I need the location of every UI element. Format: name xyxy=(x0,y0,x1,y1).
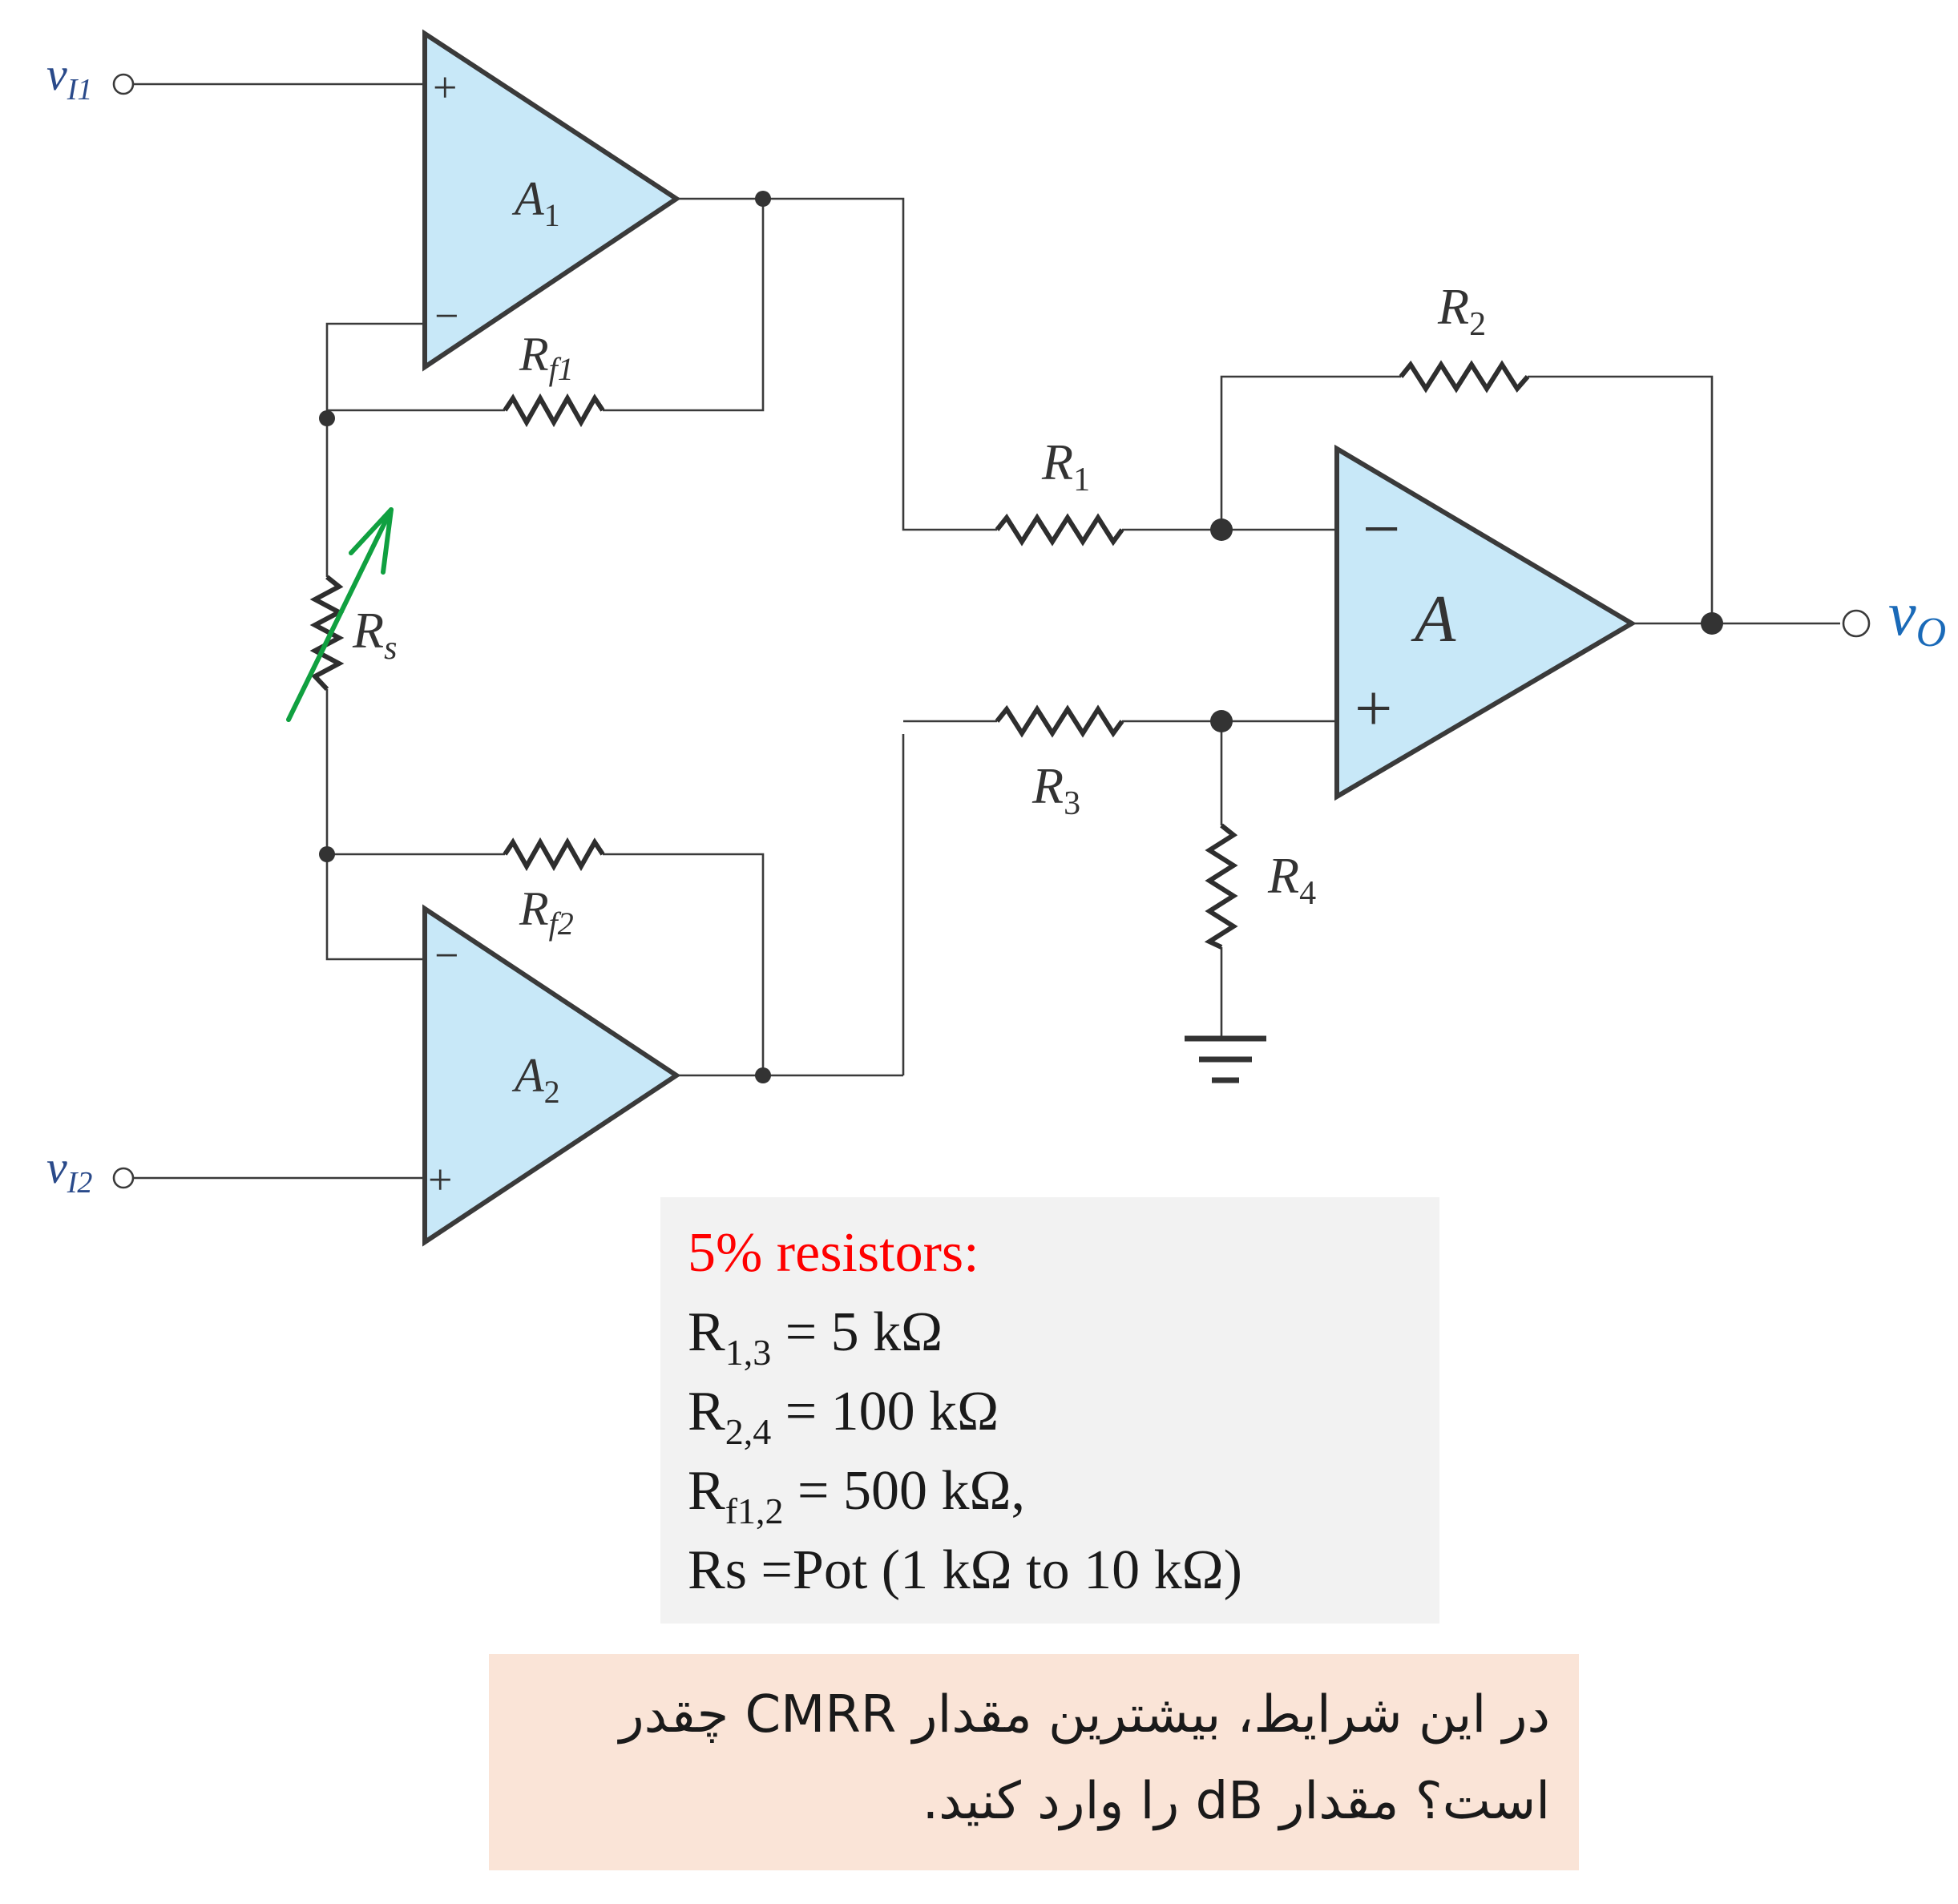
a1-minus-sign: − xyxy=(434,292,458,340)
spec-line-r13: R1,3 = 5 kΩ xyxy=(688,1301,943,1373)
a-minus-sign: − xyxy=(1363,492,1400,567)
vi1-label: vI1 xyxy=(46,48,92,107)
resistor-r1 xyxy=(995,513,1124,547)
opamp-a2 xyxy=(422,904,681,1247)
spec-line-rs: Rs =Pot (1 kΩ to 10 kΩ) xyxy=(688,1539,1242,1601)
ground-icon xyxy=(1185,1035,1266,1083)
resistor-rs xyxy=(309,575,345,692)
specs-title: 5% resistors: xyxy=(688,1222,979,1284)
vo-label: vO xyxy=(1888,579,1946,656)
resistor-rf1 xyxy=(503,393,605,428)
resistor-r3 xyxy=(995,704,1124,738)
terminal-vi1 xyxy=(112,73,135,95)
potentiometer-arrow-icon xyxy=(286,507,394,722)
r1-label: R1 xyxy=(1041,434,1090,498)
resistor-r4 xyxy=(1204,823,1238,950)
a2-plus-sign: + xyxy=(428,1156,452,1204)
vi2-label: vI2 xyxy=(46,1141,92,1200)
a2-minus-sign: − xyxy=(434,931,458,979)
terminal-vo xyxy=(1842,609,1871,638)
spec-line-rf12: Rf1,2 = 500 kΩ, xyxy=(688,1460,1026,1531)
opamp-a1-label: A1 xyxy=(511,172,560,233)
opamp-a1 xyxy=(422,29,681,372)
opamp-a2-label: A2 xyxy=(511,1049,560,1110)
r3-label: R3 xyxy=(1031,757,1080,822)
question-line-1: در این شرایط، بیشترین مقدار CMRR چقدر xyxy=(619,1685,1550,1745)
rf1-label: Rf1 xyxy=(519,328,574,387)
r4-label: R4 xyxy=(1267,847,1316,912)
resistor-specs-box: 5% resistors: R1,3 = 5 kΩ R2,4 = 100 kΩ … xyxy=(660,1197,1439,1624)
resistor-r2 xyxy=(1399,360,1530,393)
resistor-rf2 xyxy=(503,837,605,872)
opamp-a xyxy=(1334,444,1637,801)
a-plus-sign: + xyxy=(1354,672,1392,746)
rf2-label: Rf2 xyxy=(519,882,574,942)
opamp-a-label: A xyxy=(1411,582,1456,656)
a1-plus-sign: + xyxy=(433,63,457,111)
question-line-2: است؟ مقدار dB را وارد کنید. xyxy=(922,1772,1550,1831)
terminal-vi2 xyxy=(112,1167,135,1189)
question-box: در این شرایط، بیشترین مقدار CMRR چقدر اس… xyxy=(489,1654,1579,1870)
spec-line-r24: R2,4 = 100 kΩ xyxy=(688,1381,999,1452)
junction-dots xyxy=(319,191,1723,1083)
r2-label: R2 xyxy=(1437,278,1486,343)
rs-label: Rs xyxy=(352,602,397,667)
